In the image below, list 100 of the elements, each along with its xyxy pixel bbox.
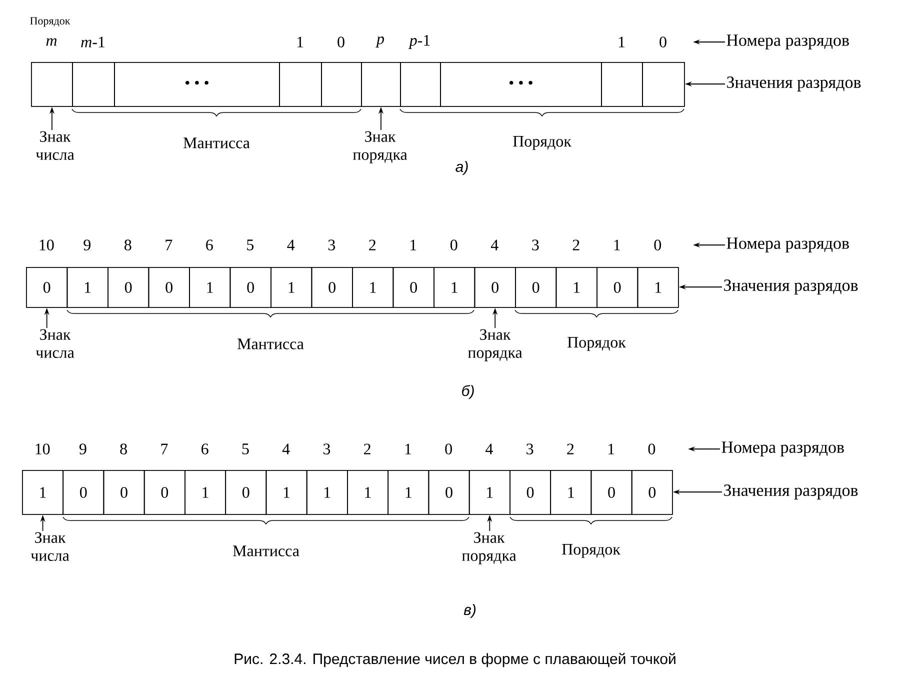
bit-number: 10 (36, 444, 50, 454)
bit-cell: 1 (189, 267, 231, 308)
bit-number: 4 (486, 444, 493, 454)
bit-number: 2 (369, 240, 376, 250)
bit-cell: 0 (230, 267, 272, 308)
bit-cell: 0 (474, 267, 516, 308)
sign-label: Знак порядка (462, 532, 516, 564)
bit-cell: 0 (392, 267, 434, 308)
bit-cell: • • • (440, 62, 602, 107)
bit-cell: 1 (270, 267, 312, 308)
brace-label: Порядок (562, 544, 620, 558)
bit-number: 3 (526, 444, 534, 454)
bit-cell (279, 62, 322, 107)
bit-number: 0 (660, 36, 666, 48)
bit-cell: 0 (631, 470, 673, 515)
bit-cell: 1 (556, 267, 598, 308)
axis-label: Значения разрядов (724, 280, 858, 294)
bit-cell: 0 (428, 470, 470, 515)
brace-label: Мантисса (238, 338, 304, 350)
bit-number: 1 (614, 240, 620, 250)
bit-number: 8 (120, 444, 127, 454)
bit-cell (601, 62, 643, 107)
bit-cell: 1 (66, 267, 108, 308)
bit-cell: 0 (596, 267, 638, 308)
bit-cell: 1 (637, 267, 679, 308)
subfigure-label: а) (456, 161, 468, 175)
bit-cell: 1 (347, 470, 389, 515)
bit-cell: 0 (62, 470, 104, 515)
bit-cell: 1 (266, 470, 308, 515)
bit-number: 7 (161, 444, 168, 454)
bit-cell (642, 62, 685, 107)
bit-cell (321, 62, 362, 107)
bit-cell: 0 (144, 470, 186, 515)
axis-label: Номера разрядов (726, 238, 849, 252)
bit-number: 9 (79, 444, 86, 454)
bit-cell: 0 (103, 470, 145, 515)
bit-number: 0 (445, 444, 452, 454)
brace-label: Порядок (513, 136, 572, 150)
bit-cell: 1 (550, 470, 592, 515)
subfigure-label: б) (462, 384, 474, 400)
brace-label: Мантисса (184, 138, 250, 148)
bit-number: 5 (247, 240, 254, 250)
bit-number: 1 (410, 240, 416, 250)
bit-number: 6 (202, 444, 208, 454)
bit-cell: 0 (311, 267, 353, 308)
bit-number: 5 (242, 444, 249, 454)
bit-cell: 1 (434, 267, 476, 308)
bit-cell (400, 62, 441, 107)
sign-label: Знак порядка (352, 131, 408, 164)
bit-number: 3 (532, 240, 539, 250)
bit-number: 0 (450, 240, 458, 250)
bit-number: 10 (40, 240, 54, 250)
sign-label: Знак порядка (468, 329, 522, 362)
bit-cell: 0 (148, 267, 190, 308)
bit-cell: 1 (388, 470, 430, 515)
bit-number: 1 (297, 36, 304, 48)
bit-cell: 0 (510, 470, 552, 515)
bit-cell: 0 (26, 267, 68, 308)
field-label: Порядок (30, 17, 70, 27)
axis-label: Номера разрядов (726, 34, 849, 50)
bit-number: 3 (323, 444, 330, 454)
bit-cell: 0 (225, 470, 267, 515)
bit-cell: 1 (184, 470, 226, 515)
axis-label: Номера разрядов (722, 442, 844, 456)
bit-number: p (376, 36, 384, 48)
brace-label: Порядок (568, 337, 626, 351)
subfigure-label: в) (464, 604, 476, 618)
sign-label: Знак числа (30, 532, 70, 561)
bit-number: 7 (166, 240, 172, 250)
bit-cell: 0 (515, 267, 557, 308)
brace-label: Мантисса (233, 546, 300, 556)
caption: Рис. 2.3.4. Представление чисел в форме с плавающей точкой (234, 652, 676, 668)
bit-cell: 0 (590, 470, 632, 515)
sign-label: Знак числа (36, 131, 74, 160)
bit-number: 6 (206, 240, 213, 250)
bit-number: 4 (490, 240, 498, 250)
bit-number: m-1 (81, 36, 104, 48)
bit-cell: 0 (108, 267, 150, 308)
bit-number: 2 (572, 240, 580, 250)
bit-number: p-1 (408, 35, 430, 49)
bit-cell: 1 (306, 470, 348, 515)
bit-number: 0 (654, 240, 661, 250)
bit-cell: 1 (22, 470, 64, 515)
bit-cell: 1 (468, 470, 510, 515)
bit-number: m (46, 38, 57, 46)
axis-label: Значения разрядов (727, 76, 861, 92)
bit-number: 0 (338, 36, 344, 48)
bit-number: 1 (405, 444, 411, 454)
bit-cell (72, 62, 115, 107)
bit-number: 4 (282, 444, 290, 454)
bit-cell: 1 (352, 267, 394, 308)
bit-number: 1 (608, 444, 614, 454)
bit-cell (361, 62, 401, 107)
bit-number: 1 (618, 36, 625, 48)
bit-number: 3 (328, 240, 335, 250)
bit-cell (31, 62, 73, 107)
bit-number: 2 (364, 444, 370, 454)
bit-number: 8 (124, 240, 132, 250)
bit-number: 2 (567, 444, 574, 454)
axis-label: Значения разрядов (724, 484, 858, 500)
